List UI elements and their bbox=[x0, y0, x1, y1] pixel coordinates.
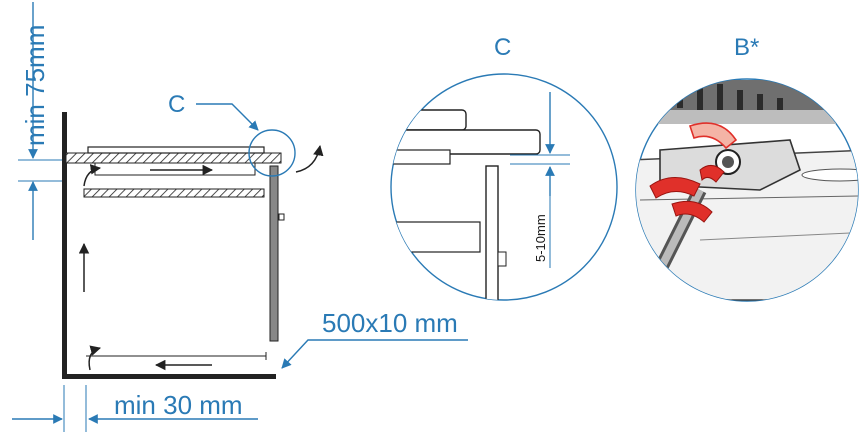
hinge-mark bbox=[278, 213, 285, 221]
arrow-icon bbox=[295, 144, 324, 173]
separation-panel bbox=[83, 188, 265, 198]
detail-b: B* bbox=[635, 34, 859, 302]
hob-plate bbox=[87, 146, 265, 154]
cabinet-floor bbox=[62, 374, 276, 379]
hob-body bbox=[94, 162, 256, 176]
cabinet-section bbox=[62, 112, 324, 379]
label-opening: 500x10 mm bbox=[322, 308, 458, 338]
clamp-icon bbox=[636, 80, 858, 301]
detail-c-circle bbox=[248, 129, 296, 177]
detail-b-title: B* bbox=[734, 34, 759, 61]
cabinet-side-panel bbox=[269, 165, 279, 342]
arrow-icon bbox=[88, 345, 102, 371]
back-wall bbox=[62, 112, 67, 378]
label-c-marker: C bbox=[168, 91, 185, 118]
dimension-min-30: min 30 mm bbox=[12, 385, 258, 432]
label-min-75: min 75mm bbox=[20, 25, 50, 146]
arrow-icon bbox=[83, 164, 102, 187]
label-min-30: min 30 mm bbox=[114, 390, 243, 420]
detail-c-marker: C bbox=[168, 91, 296, 177]
dimension-min-75: min 75mm bbox=[18, 2, 62, 240]
detail-c-title: C bbox=[494, 34, 511, 61]
dimension-opening: 500x10 mm bbox=[281, 308, 468, 369]
detail-c: C 5-10mm bbox=[390, 34, 618, 301]
label-gap-5-10: 5-10mm bbox=[533, 214, 548, 262]
